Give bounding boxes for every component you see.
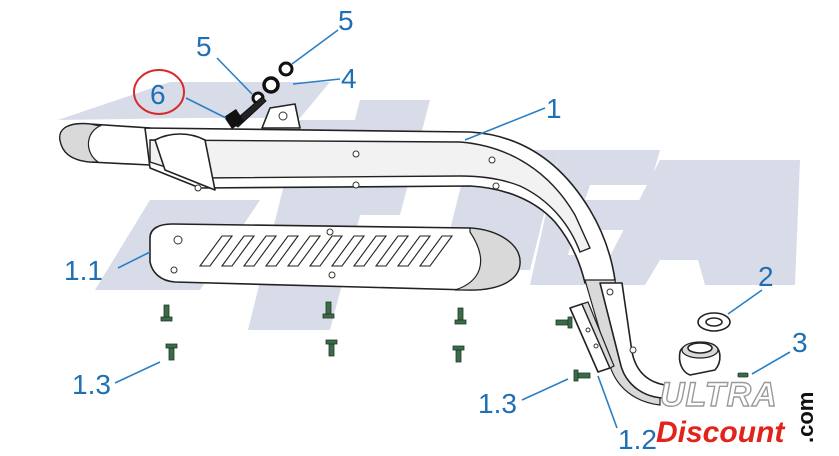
callout-labels: 1 1.1 1.2 1.3 1.3 2 3 4 5 5 6 [64,5,808,455]
ultradiscount-logo: ULTRA Discount .com [656,375,818,449]
small-pin [737,372,749,378]
callout-5-top: 5 [338,5,354,36]
leader-lines [114,29,791,429]
washer-top [278,61,294,77]
exhaust-gasket [697,312,731,332]
screw [165,343,178,361]
exhaust-muffler [59,103,666,406]
mounting-bracket [569,301,615,373]
screw [325,339,338,357]
exhaust-flange [678,341,721,376]
nut [262,76,280,94]
screw [322,301,335,319]
heat-shield-slots [198,235,454,267]
callout-6: 6 [150,79,166,110]
callout-4: 4 [341,63,357,94]
mounting-bolt-assembly [224,61,294,129]
heat-shield [149,223,521,291]
highlight-circle [133,69,185,115]
callout-3: 3 [792,327,808,358]
callout-2: 2 [758,261,774,292]
bolt-head [224,109,244,129]
screw [160,304,173,322]
screw [573,369,591,382]
callout-1-2: 1.2 [618,424,657,455]
callout-1-3-left: 1.3 [72,369,111,400]
screw [454,307,467,325]
callout-1-1: 1.1 [64,255,103,286]
callout-1: 1 [546,93,562,124]
logo-ultra-text: ULTRA [660,376,778,414]
callout-5-left: 5 [196,31,212,62]
screw [555,316,573,329]
logo-com-text: .com [793,392,818,443]
logo-discount-text: Discount [656,416,786,449]
callout-1-3-right: 1.3 [478,388,517,419]
screws [160,301,591,382]
watermark [58,82,800,330]
screw [452,345,465,363]
